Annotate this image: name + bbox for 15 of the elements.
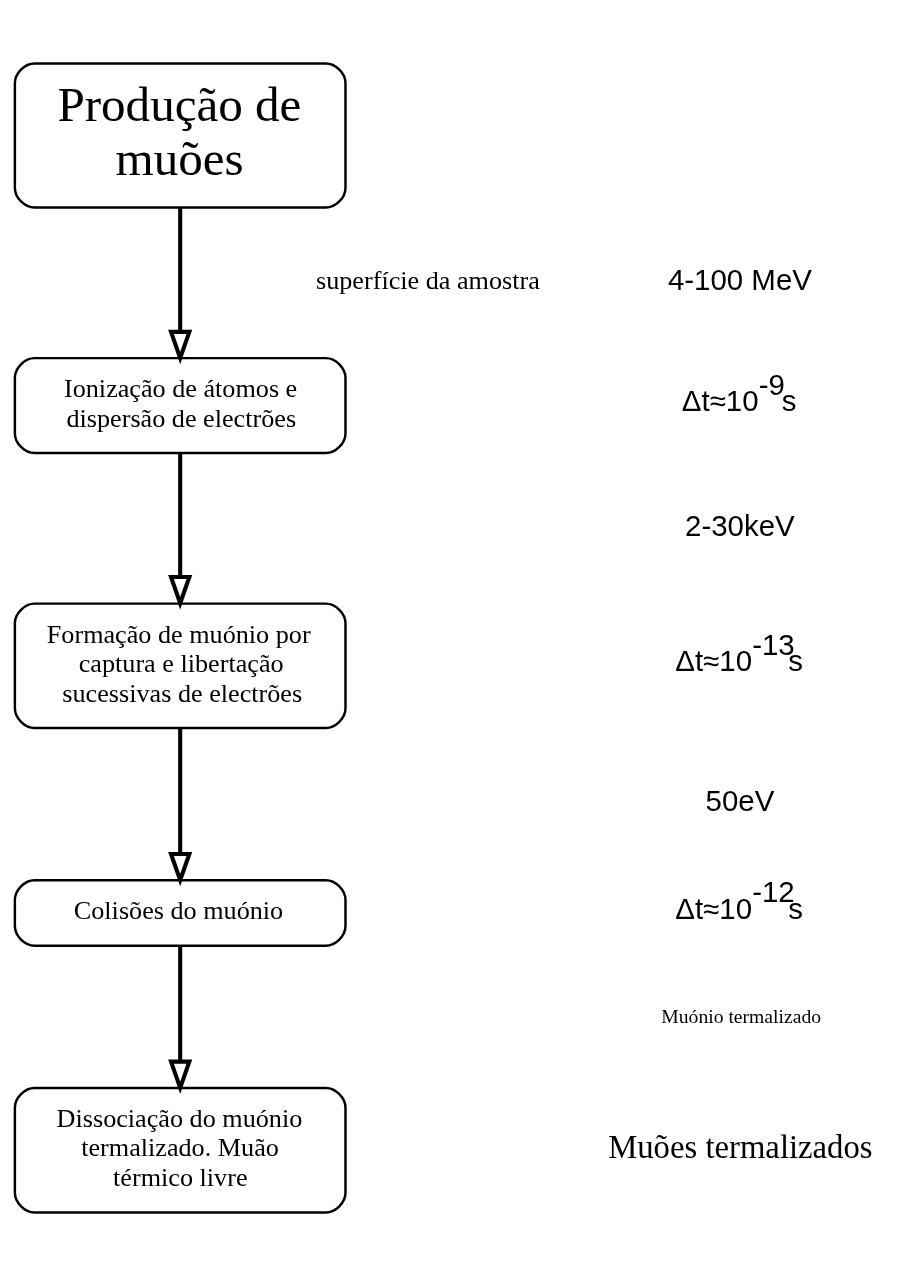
node-box: Ionização de átomos e dispersão de electrões [13, 356, 347, 454]
arrow [168, 945, 193, 1094]
label: 2-30keV [685, 508, 795, 542]
arrow [168, 452, 193, 609]
node-box: Colisões do muónio [13, 878, 347, 947]
label: 50eV [705, 783, 775, 816]
node-box: Produção de muões [13, 61, 347, 209]
label: Muónio termalizado [661, 1005, 822, 1027]
label: 4-100 MeV [667, 262, 812, 296]
label: superfície da amostra [316, 265, 540, 295]
label: Muões termalizados [608, 1128, 873, 1165]
node-box: Dissociação do muónio termalizado. Muão térmico livre [13, 1086, 347, 1214]
arrow [168, 727, 193, 886]
arrow [168, 207, 193, 364]
node-box: Formação de muónio por captura e libertação sucessivas de electrões [13, 601, 347, 729]
